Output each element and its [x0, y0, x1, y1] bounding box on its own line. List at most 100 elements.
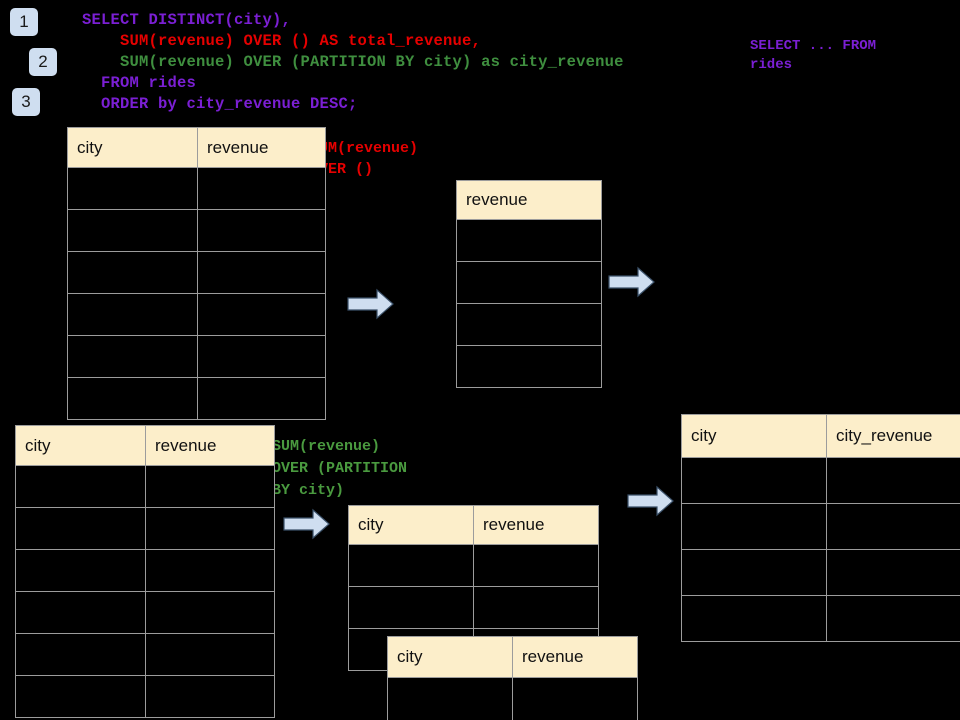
- table-header-row: revenue: [456, 180, 602, 220]
- table-cell: [145, 591, 275, 634]
- sql-query-block: SELECT DISTINCT(city), SUM(revenue) OVER…: [82, 10, 624, 115]
- table-cell: [197, 377, 326, 420]
- column-header: city_revenue: [826, 414, 960, 458]
- table-row: [348, 586, 599, 629]
- table-cell: [473, 544, 599, 587]
- arrow-source-to-total-icon: [347, 287, 395, 321]
- column-header: city: [67, 127, 198, 168]
- table-row: [15, 633, 275, 676]
- table-row: [456, 219, 602, 262]
- table-cell: [197, 335, 326, 378]
- table-row: [681, 595, 960, 642]
- table-cell: [145, 675, 275, 718]
- note-sum-over-partition: SUM(revenue) OVER (PARTITION BY city): [272, 438, 408, 499]
- column-header: city: [15, 425, 146, 466]
- column-header: city: [681, 414, 827, 458]
- table-row: [15, 549, 275, 592]
- table-cell: [67, 377, 198, 420]
- table-cell: [15, 465, 146, 508]
- column-header: city: [348, 505, 474, 545]
- table-cell: [15, 591, 146, 634]
- table-cell: [681, 595, 827, 642]
- sql-line: SUM(revenue) OVER () AS total_revenue,: [82, 32, 482, 50]
- table-cell: [197, 251, 326, 294]
- table-row: [456, 261, 602, 304]
- arrow-total-to-result-icon: [608, 265, 656, 299]
- step-badge-3: 3: [12, 88, 40, 116]
- table-cell: [456, 303, 602, 346]
- table-cell: [67, 251, 198, 294]
- table-row: [15, 591, 275, 634]
- table-total-revenue: revenue: [456, 180, 602, 388]
- table-cell: [197, 209, 326, 252]
- table-cell: [456, 345, 602, 388]
- sql-line: ORDER by city_revenue DESC;: [82, 95, 358, 113]
- table-row: [348, 544, 599, 587]
- table-row: [456, 303, 602, 346]
- table-cell: [145, 507, 275, 550]
- table-row: [67, 377, 326, 420]
- table-cell: [145, 633, 275, 676]
- step-badge-2: 2: [29, 48, 57, 76]
- column-header: revenue: [473, 505, 599, 545]
- table-cell: [387, 677, 513, 720]
- table-cell: [473, 586, 599, 629]
- sql-line: SELECT DISTINCT(city),: [82, 11, 292, 29]
- table-cell: [348, 586, 474, 629]
- table-cell: [826, 549, 960, 596]
- table-cell: [67, 293, 198, 336]
- table-cell: [15, 675, 146, 718]
- table-row: [15, 465, 275, 508]
- arrow-source-to-partition-icon: [283, 507, 331, 541]
- column-header: revenue: [145, 425, 275, 466]
- table-cell: [197, 167, 326, 210]
- table-row: [67, 167, 326, 210]
- table-cell: [456, 219, 602, 262]
- table-cell: [67, 167, 198, 210]
- table-row: [681, 503, 960, 550]
- table-row: [67, 251, 326, 294]
- table-cell: [681, 503, 827, 550]
- table-cell: [15, 549, 146, 592]
- table-cell: [826, 503, 960, 550]
- table-cell: [826, 457, 960, 504]
- table-row: [67, 209, 326, 252]
- table-cell: [15, 633, 146, 676]
- sql-line: SUM(revenue) OVER (PARTITION BY city) as…: [82, 53, 624, 71]
- table-row: [387, 677, 638, 720]
- table-row: [681, 457, 960, 504]
- table-cell: [681, 549, 827, 596]
- table-cell: [67, 335, 198, 378]
- table-cell: [197, 293, 326, 336]
- note-sum-over-empty: SUM(revenue) OVER (): [310, 140, 419, 178]
- table-cell: [681, 457, 827, 504]
- table-cell: [145, 549, 275, 592]
- table-cell: [512, 677, 638, 720]
- table-cell: [348, 544, 474, 587]
- table-cell: [15, 507, 146, 550]
- note-select-from-rides: SELECT ... FROM rides: [750, 38, 877, 73]
- table-row: [456, 345, 602, 388]
- column-header: city: [387, 636, 513, 678]
- step-badge-1: 1: [10, 8, 38, 36]
- sql-line: FROM rides: [82, 74, 197, 92]
- table-row: [15, 675, 275, 718]
- table-cell: [826, 595, 960, 642]
- table-row: [681, 549, 960, 596]
- table-cell: [67, 209, 198, 252]
- column-header: revenue: [512, 636, 638, 678]
- table-cell: [145, 465, 275, 508]
- column-header: revenue: [197, 127, 326, 168]
- column-header: revenue: [456, 180, 602, 220]
- table-cell: [456, 261, 602, 304]
